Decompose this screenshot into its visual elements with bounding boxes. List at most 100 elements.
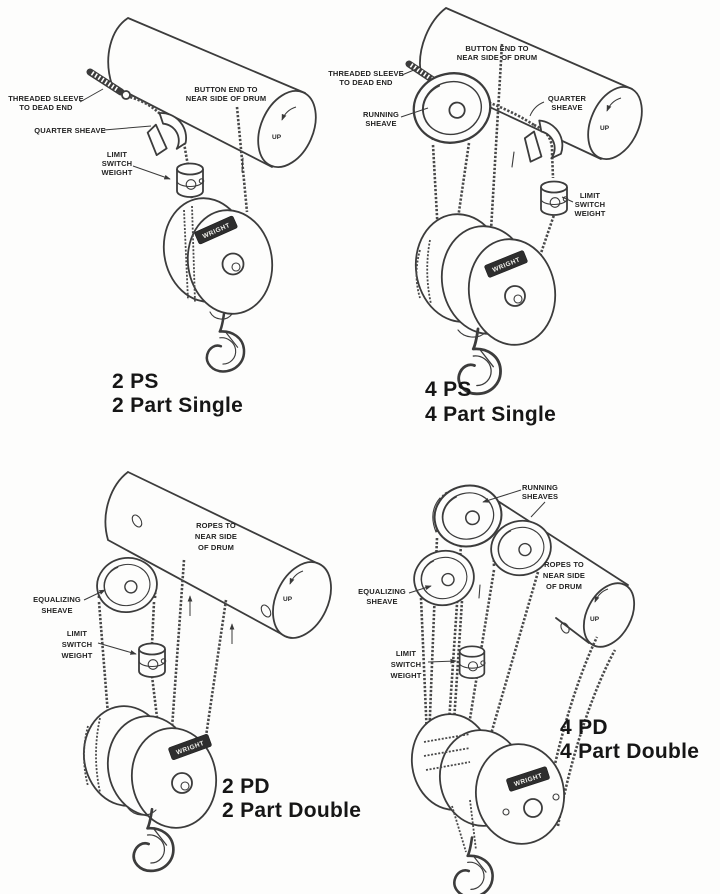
bottom-block: WRIGHT bbox=[414, 213, 557, 346]
equalizing-sheave-label: EQUALIZING bbox=[33, 595, 81, 604]
ropes-to-drum-label: NEAR SIDE bbox=[195, 532, 237, 541]
threaded-sleeve-label: TO DEAD END bbox=[339, 78, 393, 87]
rope-tick bbox=[478, 584, 481, 599]
diagram-4ps: UP BUTTON END TO NEAR SIDE OF DRUM WRIGH… bbox=[328, 7, 643, 426]
rope-groove bbox=[95, 717, 101, 793]
rope-fall bbox=[150, 675, 162, 743]
leader-line bbox=[482, 489, 522, 503]
drum-body bbox=[489, 495, 629, 644]
rope-groove bbox=[415, 249, 421, 299]
up-label: UP bbox=[590, 616, 600, 623]
button-end-label: NEAR SIDE OF DRUM bbox=[186, 94, 266, 103]
limit-switch-label: SWITCH bbox=[575, 200, 605, 209]
ropes-to-drum-label: OF DRUM bbox=[546, 582, 582, 591]
caption-code: 2 PD bbox=[222, 775, 270, 798]
limit-switch-label: LIMIT bbox=[396, 649, 417, 658]
running-sheave-label: SHEAVE bbox=[365, 119, 396, 128]
leader-line bbox=[79, 88, 104, 103]
ropes-to-drum-label: ROPES TO bbox=[196, 521, 236, 530]
button-end-label: NEAR SIDE OF DRUM bbox=[457, 53, 537, 62]
rope-channel bbox=[191, 205, 196, 303]
limit-switch-weight bbox=[176, 162, 205, 198]
drum-slot bbox=[260, 604, 272, 618]
rope-groove bbox=[83, 725, 89, 787]
hub-hole bbox=[523, 798, 543, 818]
rope-fall bbox=[454, 142, 471, 233]
limit-switch-weight bbox=[138, 642, 167, 678]
limit-switch-weight bbox=[458, 645, 486, 680]
diagram-2pd: UP ROPES TO NEAR SIDE OF DRUM WRIGHT bbox=[33, 471, 361, 873]
limit-switch-label: LIMIT bbox=[107, 150, 128, 159]
hub-hole bbox=[171, 772, 193, 794]
limit-switch-label: SWITCH bbox=[391, 660, 421, 669]
rope-groove bbox=[426, 239, 432, 305]
rope-fall bbox=[419, 597, 429, 738]
running-sheave bbox=[406, 65, 498, 151]
rope-weight-to-block bbox=[538, 211, 557, 257]
caption-code: 2 PS bbox=[112, 370, 159, 393]
rope-tick bbox=[511, 151, 515, 168]
threaded-sleeve-label: THREADED SLEEVE bbox=[8, 94, 84, 103]
quarter-sheave-label: SHEAVE bbox=[551, 103, 582, 112]
hook bbox=[453, 836, 494, 894]
running-sheaves-label: SHEAVES bbox=[522, 492, 558, 501]
caption-name: 4 Part Double bbox=[560, 740, 699, 763]
rope-groove bbox=[423, 733, 471, 743]
sleeve-ferrule bbox=[121, 90, 131, 100]
rope-drum-fall bbox=[489, 43, 504, 231]
rope-fall bbox=[150, 601, 156, 645]
button-end-label: BUTTON END TO bbox=[465, 44, 528, 53]
drum-end bbox=[587, 86, 643, 160]
leader-line bbox=[530, 501, 546, 518]
leader-line bbox=[427, 658, 457, 664]
rope-tick bbox=[241, 157, 244, 173]
rope-dead-end bbox=[446, 87, 535, 127]
quarter-sheave-label: QUARTER bbox=[548, 94, 587, 103]
limit-switch-label: SWITCH bbox=[62, 640, 92, 649]
caption-code: 4 PS bbox=[425, 378, 472, 401]
drum-slot bbox=[131, 514, 143, 528]
running-sheaves-label: RUNNING bbox=[522, 483, 558, 492]
threaded-sleeve-label: TO DEAD END bbox=[19, 103, 73, 112]
up-label: UP bbox=[283, 596, 293, 603]
limit-switch-label: LIMIT bbox=[67, 629, 88, 638]
rope-drum-fall bbox=[169, 559, 186, 743]
diagram-2ps: UP BUTTON END TO NEAR SIDE OF DRUM WRIGH… bbox=[8, 17, 317, 417]
threaded-sleeve-threads bbox=[90, 71, 120, 92]
ropes-to-drum-label: NEAR SIDE bbox=[543, 571, 585, 580]
rope-wrap bbox=[451, 805, 467, 853]
hub-hole bbox=[504, 285, 526, 307]
leader-line bbox=[83, 589, 106, 601]
caption-name: 2 Part Single bbox=[112, 394, 243, 417]
leader-line bbox=[97, 642, 137, 655]
hook bbox=[205, 312, 246, 373]
rope-drum-fall bbox=[235, 106, 249, 213]
drum-body bbox=[104, 471, 322, 638]
leader-line bbox=[132, 165, 171, 180]
ropes-to-drum-label: OF DRUM bbox=[198, 543, 234, 552]
rope-groove bbox=[423, 747, 471, 757]
limit-switch-label: LIMIT bbox=[580, 191, 601, 200]
drum-body bbox=[107, 17, 306, 168]
bottom-block: WRIGHT bbox=[82, 705, 218, 829]
caption-name: 2 Part Double bbox=[222, 799, 361, 822]
up-arrow bbox=[281, 106, 297, 121]
up-label: UP bbox=[600, 125, 610, 132]
rope-to-drum bbox=[556, 649, 617, 827]
up-arrow bbox=[289, 570, 304, 585]
limit-switch-label: SWITCH bbox=[102, 159, 132, 168]
leader-line bbox=[103, 125, 152, 131]
hub-hole bbox=[221, 252, 245, 276]
ropes-to-drum-label: ROPES TO bbox=[544, 560, 584, 569]
sheave-bracket bbox=[432, 497, 441, 533]
rope-drum-fall bbox=[202, 599, 228, 751]
rope-wrap bbox=[469, 799, 477, 851]
button-end-label: BUTTON END TO bbox=[194, 85, 257, 94]
leader-line bbox=[561, 196, 574, 203]
up-arrow bbox=[594, 588, 609, 603]
equalizing-sheave bbox=[407, 543, 481, 613]
bottom-block: WRIGHT bbox=[410, 713, 566, 853]
rope-to-drum bbox=[543, 636, 599, 819]
quarter-sheave-label: QUARTER SHEAVE bbox=[34, 126, 106, 135]
